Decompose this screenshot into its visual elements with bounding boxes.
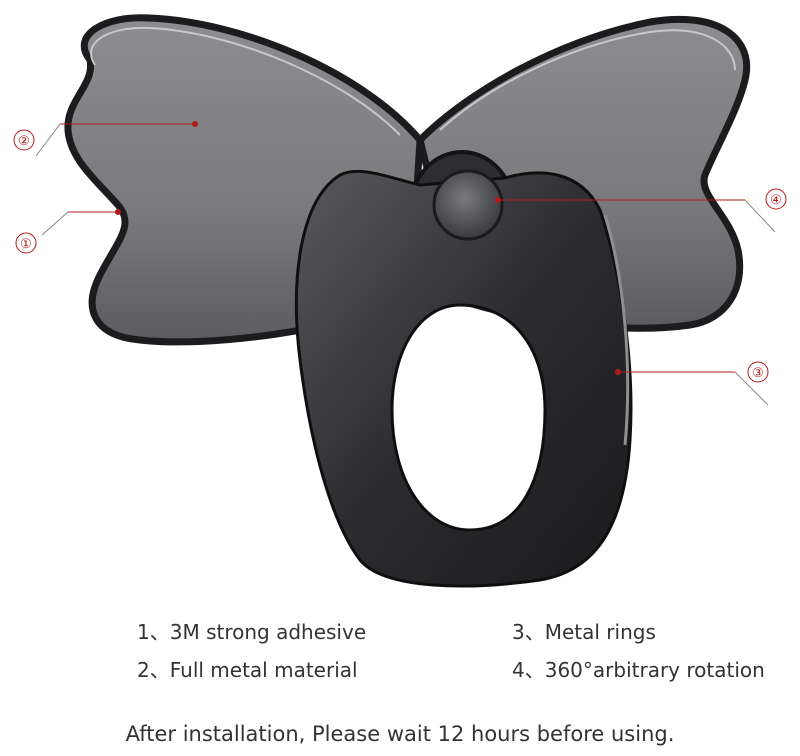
feature-2-number: 2、: [137, 658, 170, 682]
feature-3-text: Metal rings: [544, 620, 656, 644]
right-wing-highlight: [439, 29, 736, 131]
callout-1-number: ①: [20, 237, 32, 252]
ring-highlight: [603, 214, 630, 446]
feature-4-text: 360°arbitrary rotation: [544, 658, 765, 682]
callout-4-number: ④: [770, 193, 782, 208]
feature-3-number: 3、: [512, 620, 545, 644]
callout-3-number: ③: [752, 366, 764, 381]
callout-2-number: ②: [18, 134, 30, 149]
installation-note: After installation, Please wait 12 hours…: [125, 722, 675, 746]
feature-2: 2、Full metal material: [137, 654, 358, 683]
feature-4: 4、360°arbitrary rotation: [512, 654, 765, 683]
feature-3: 3、Metal rings: [512, 616, 656, 645]
callout-2: ②: [13, 121, 198, 157]
left-wing-highlight: [90, 26, 401, 136]
product-diagram: ② ① ④ ③: [13, 14, 787, 588]
callout-1: ①: [15, 209, 121, 254]
feature-list: 1、3M strong adhesive 2、Full metal materi…: [0, 612, 800, 692]
callout-3: ③: [615, 361, 769, 406]
feature-1-text: 3M strong adhesive: [169, 620, 367, 644]
rotation-knob: [432, 169, 504, 241]
callout-4: ④: [495, 188, 787, 233]
feature-1-number: 1、: [137, 620, 170, 644]
feature-4-number: 4、: [512, 658, 545, 682]
feature-2-text: Full metal material: [169, 658, 358, 682]
feature-1: 1、3M strong adhesive: [137, 616, 366, 645]
metal-ring: [294, 169, 633, 588]
